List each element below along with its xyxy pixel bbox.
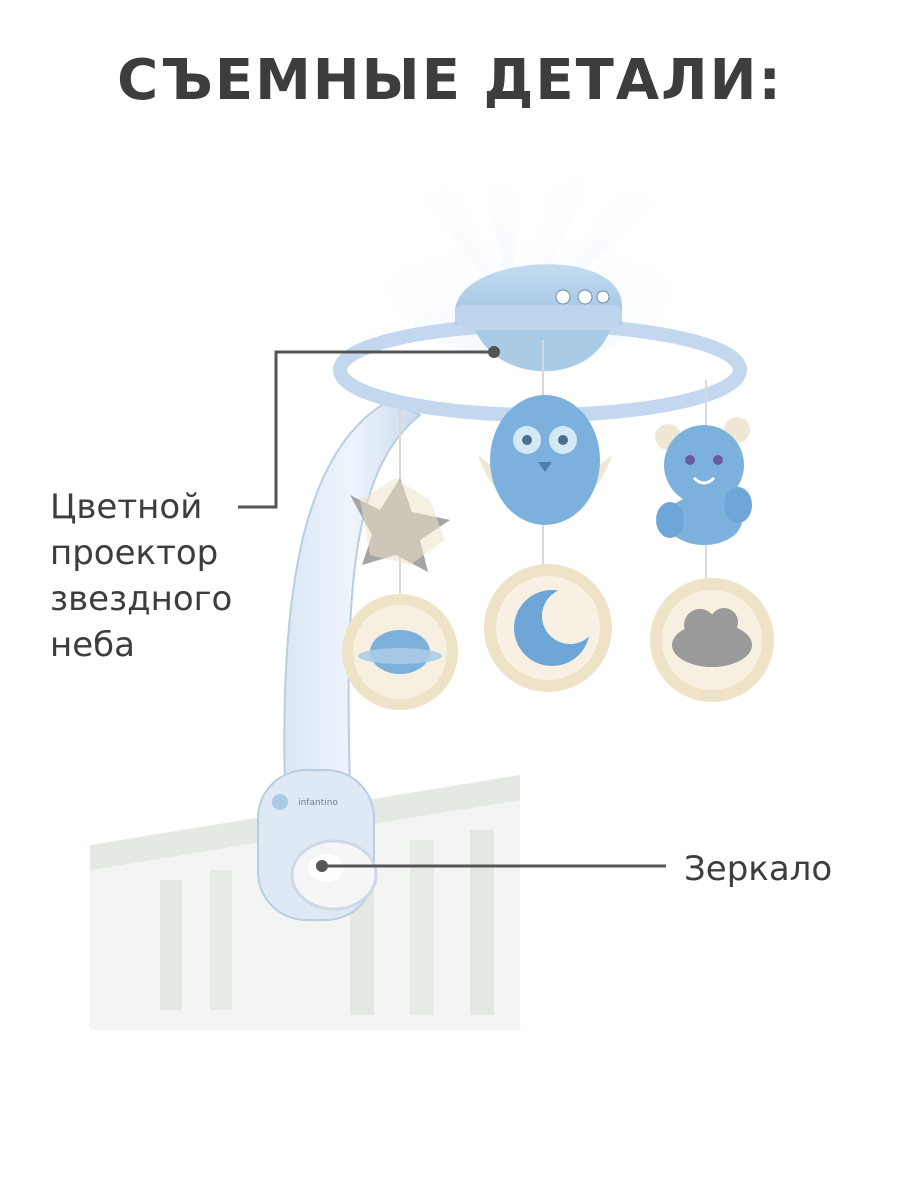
owl-toy: [478, 395, 612, 525]
projector-callout-label: Цветной проектор звездного неба: [50, 484, 232, 668]
projector-callout-dot: [488, 346, 500, 358]
projector-label-line: проектор: [50, 533, 219, 573]
page-title: СЪЕМНЫЕ ДЕТАЛИ:: [117, 48, 783, 113]
saturn-flower-toy: [342, 594, 458, 710]
projector-label-line: звездного: [50, 579, 233, 619]
star-projector: [455, 264, 622, 372]
mirror-callout-dot: [316, 860, 328, 872]
projector-leader-line: [238, 350, 494, 509]
mirror-callout-label: Зеркало: [684, 849, 833, 889]
projector-label-line: неба: [50, 625, 135, 665]
brand-logo: infantino: [298, 798, 338, 808]
callout-lines: [238, 350, 666, 868]
cloud-flower-toy: [650, 578, 774, 702]
bear-toy: [655, 417, 752, 545]
star-toy: [350, 478, 450, 572]
moon-flower-toy: [484, 564, 612, 692]
mirror: [290, 839, 378, 911]
projector-label-line: Цветной: [50, 487, 203, 527]
